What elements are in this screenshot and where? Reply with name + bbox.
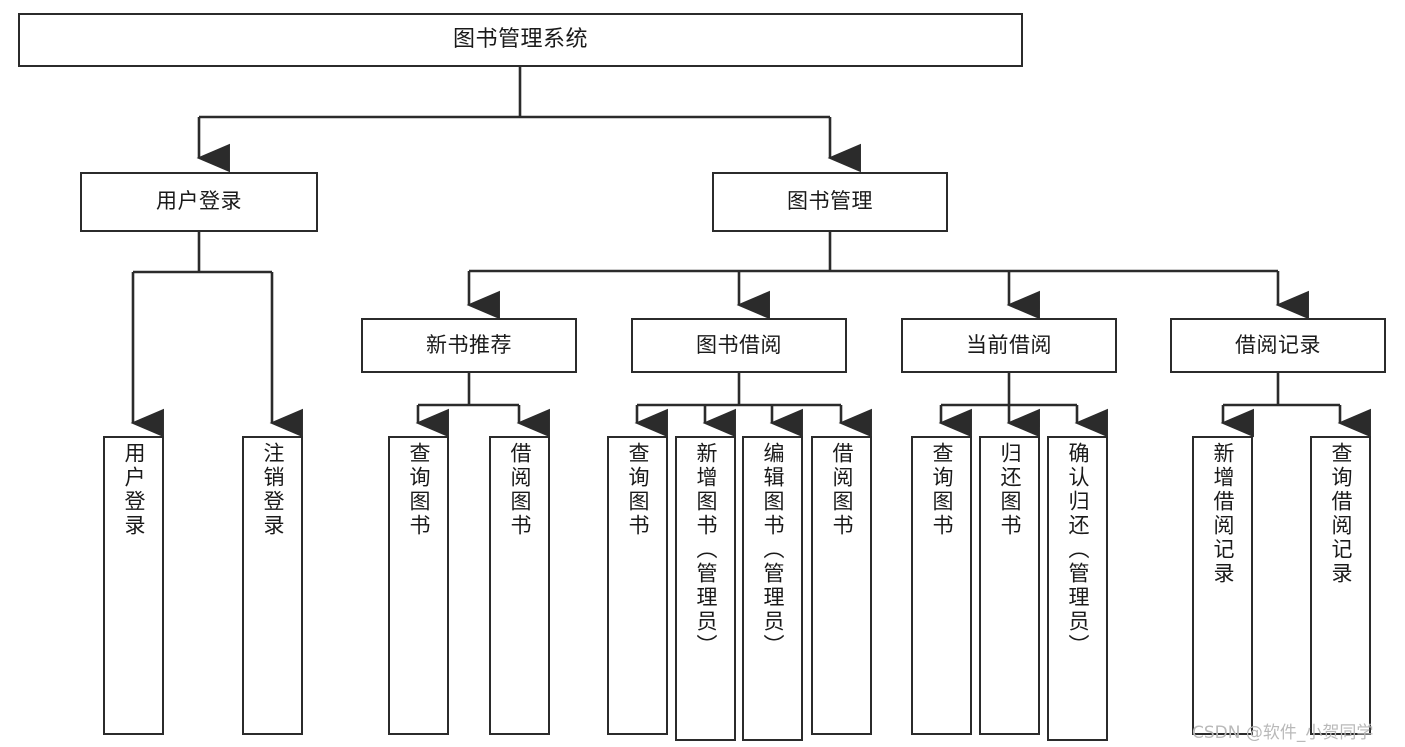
node-leaf-query-book-3[interactable]: 查询图书 (911, 436, 972, 735)
node-leaf-user-logout-label: 注销登录 (261, 442, 285, 538)
node-leaf-add-book-label: 新增图书（管理员） (694, 442, 718, 658)
node-leaf-borrow-book-1[interactable]: 借阅图书 (489, 436, 550, 735)
node-leaf-user-login-label: 用户登录 (122, 442, 146, 538)
node-leaf-add-record-label: 新增借阅记录 (1211, 442, 1235, 586)
node-user-login-label: 用户登录 (156, 189, 242, 214)
node-new-book-recommend-label: 新书推荐 (426, 332, 512, 357)
node-leaf-edit-book[interactable]: 编辑图书（管理员） (742, 436, 803, 741)
node-leaf-borrow-book-2[interactable]: 借阅图书 (811, 436, 872, 735)
node-leaf-edit-book-label: 编辑图书（管理员） (761, 442, 785, 658)
node-user-login[interactable]: 用户登录 (80, 172, 318, 232)
node-leaf-query-record[interactable]: 查询借阅记录 (1310, 436, 1371, 735)
node-leaf-user-logout[interactable]: 注销登录 (242, 436, 303, 735)
node-book-manage-label: 图书管理 (787, 189, 873, 214)
csdn-watermark: CSDN @软件_小贺同学 (1192, 723, 1374, 743)
node-leaf-user-login[interactable]: 用户登录 (103, 436, 164, 735)
node-leaf-query-book-2[interactable]: 查询图书 (607, 436, 668, 735)
node-current-borrow[interactable]: 当前借阅 (901, 318, 1117, 373)
node-leaf-return-book[interactable]: 归还图书 (979, 436, 1040, 735)
node-leaf-add-book[interactable]: 新增图书（管理员） (675, 436, 736, 741)
node-leaf-query-book-2-label: 查询图书 (626, 442, 650, 538)
node-leaf-borrow-book-1-label: 借阅图书 (508, 442, 532, 538)
node-leaf-confirm-return[interactable]: 确认归还（管理员） (1047, 436, 1108, 741)
node-leaf-query-book-3-label: 查询图书 (930, 442, 954, 538)
node-borrow-record-label: 借阅记录 (1235, 332, 1321, 357)
node-leaf-query-record-label: 查询借阅记录 (1329, 442, 1353, 586)
node-book-borrow-label: 图书借阅 (696, 332, 782, 357)
node-root-label: 图书管理系统 (452, 26, 588, 52)
node-leaf-query-book-1-label: 查询图书 (407, 442, 431, 538)
node-leaf-confirm-return-label: 确认归还（管理员） (1066, 442, 1090, 658)
node-new-book-recommend[interactable]: 新书推荐 (361, 318, 577, 373)
node-leaf-query-book-1[interactable]: 查询图书 (388, 436, 449, 735)
node-leaf-return-book-label: 归还图书 (998, 442, 1022, 538)
node-leaf-borrow-book-2-label: 借阅图书 (830, 442, 854, 538)
node-root[interactable]: 图书管理系统 (18, 13, 1023, 67)
node-current-borrow-label: 当前借阅 (966, 332, 1052, 357)
node-borrow-record[interactable]: 借阅记录 (1170, 318, 1386, 373)
node-leaf-add-record[interactable]: 新增借阅记录 (1192, 436, 1253, 735)
node-book-borrow[interactable]: 图书借阅 (631, 318, 847, 373)
node-book-manage[interactable]: 图书管理 (712, 172, 948, 232)
